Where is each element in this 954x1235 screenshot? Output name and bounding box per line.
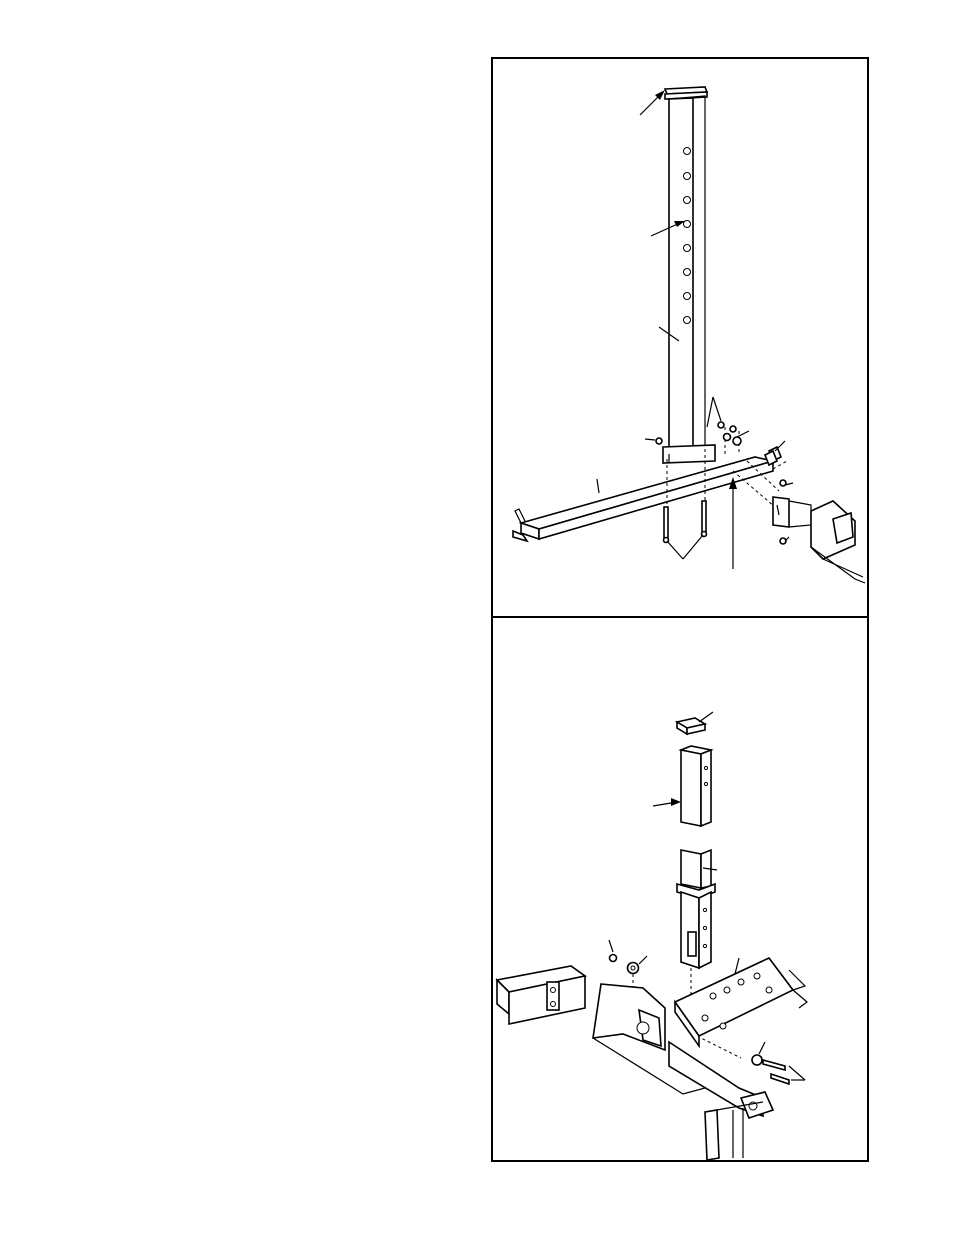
left-frame-tube xyxy=(497,966,585,1024)
lower-post xyxy=(677,850,715,968)
figure-panel-post xyxy=(491,616,869,1162)
foot-pad xyxy=(811,501,865,583)
end-cap xyxy=(765,447,781,465)
figure-panel-upright xyxy=(491,57,869,618)
post-assembly-diagram xyxy=(493,618,871,1164)
base-beam xyxy=(513,457,773,541)
upright-bracket xyxy=(663,445,715,463)
nut-washer xyxy=(610,955,639,974)
upper-post xyxy=(681,746,711,826)
bolts-right xyxy=(752,1055,789,1084)
upright-assembly-diagram xyxy=(493,59,871,620)
frame-bracket xyxy=(675,958,807,1046)
bolts-lower xyxy=(664,501,707,543)
